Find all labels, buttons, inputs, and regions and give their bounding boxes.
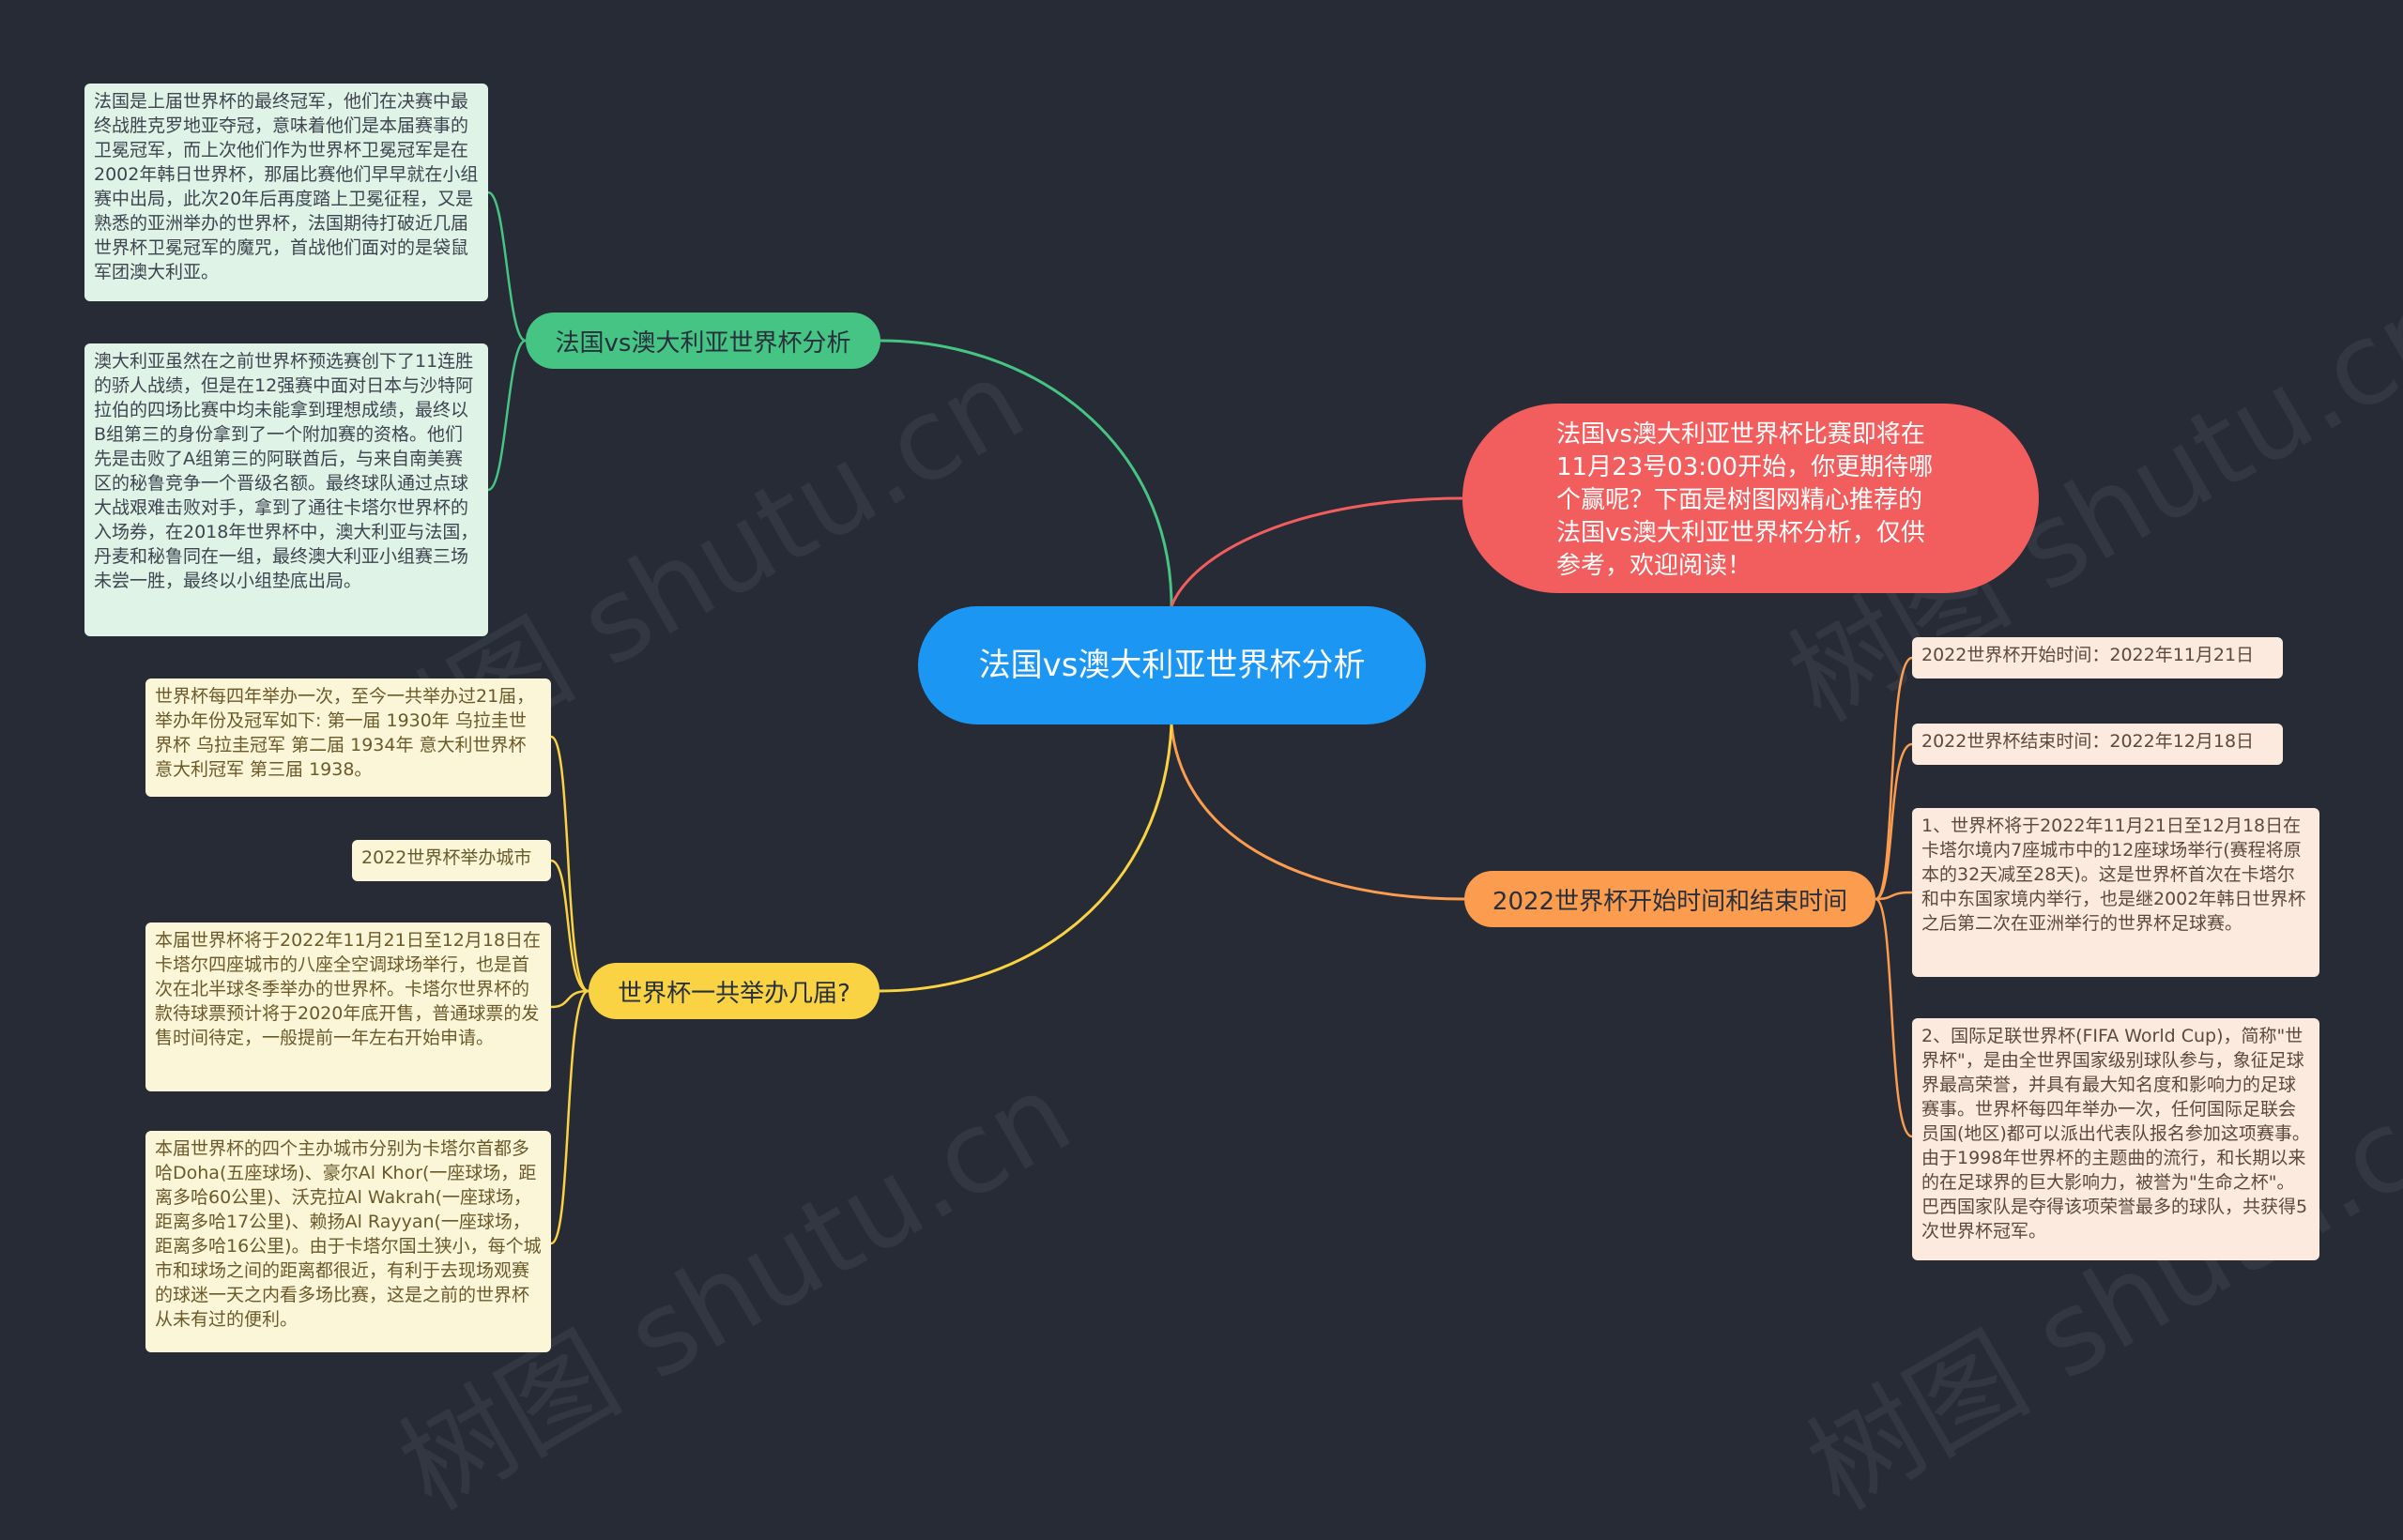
leaf-text: 世界杯每四年举办一次，至今一共举办过21届，举办年份及冠军如下: 第一届 193… [155, 686, 535, 780]
leaf-text: 1、世界杯将于2022年11月21日至12月18日在卡塔尔境内7座城市中的12座… [1921, 816, 2306, 934]
leaf-text: 本届世界杯将于2022年11月21日至12月18日在卡塔尔四座城市的八座全空调球… [155, 930, 542, 1048]
edge-count-leaf2 [550, 859, 589, 993]
leaf-text: 2022世界杯开始时间：2022年11月21日 [1921, 645, 2255, 665]
count-leaf-host-cities[interactable]: 本届世界杯的四个主办城市分别为卡塔尔首都多哈Doha(五座球场)、豪尔Al Kh… [145, 1131, 551, 1352]
leaf-text: 2022世界杯举办城市 [361, 847, 532, 868]
count-leaf-cities-title[interactable]: 2022世界杯举办城市 [352, 840, 551, 881]
analysis-leaf-france[interactable]: 法国是上届世界杯的最终冠军，他们在决赛中最终战胜克罗地亚夺冠，意味着他们是本届赛… [84, 84, 488, 301]
leaf-text: 澳大利亚虽然在之前世界杯预选赛创下了11连胜的骄人战绩，但是在12强赛中面对日本… [94, 351, 479, 591]
edge-analysis-leaf1 [487, 191, 527, 343]
count-leaf-history[interactable]: 世界杯每四年举办一次，至今一共举办过21届，举办年份及冠军如下: 第一届 193… [145, 679, 551, 797]
edge-center-intro [1170, 496, 1463, 607]
branch-count-label: 世界杯一共举办几届? [618, 979, 850, 1008]
intro-node[interactable]: 法国vs澳大利亚世界杯比赛即将在11月23号03:00开始，你更期待哪个赢呢？下… [1462, 404, 2039, 593]
edge-center-count [879, 724, 1173, 993]
leaf-text: 本届世界杯的四个主办城市分别为卡塔尔首都多哈Doha(五座球场)、豪尔Al Kh… [155, 1138, 542, 1330]
branch-analysis[interactable]: 法国vs澳大利亚世界杯分析 [526, 313, 880, 369]
dates-leaf-detail-2[interactable]: 2、国际足联世界杯(FIFA World Cup)，简称"世界杯"，是由全世界国… [1912, 1018, 2319, 1260]
analysis-leaf-australia[interactable]: 澳大利亚虽然在之前世界杯预选赛创下了11连胜的骄人战绩，但是在12强赛中面对日本… [84, 343, 488, 636]
edge-dates-leaf1 [1875, 656, 1913, 901]
central-topic-label: 法国vs澳大利亚世界杯分析 [978, 647, 1366, 684]
edge-center-dates [1170, 724, 1465, 901]
branch-count[interactable]: 世界杯一共举办几届? [589, 963, 880, 1019]
leaf-text: 法国是上届世界杯的最终冠军，他们在决赛中最终战胜克罗地亚夺冠，意味着他们是本届赛… [94, 91, 479, 282]
branch-dates-label: 2022世界杯开始时间和结束时间 [1492, 887, 1848, 916]
central-topic[interactable]: 法国vs澳大利亚世界杯分析 [918, 606, 1426, 724]
mindmap-canvas: 树图 shutu.cn 树图 shutu.cn 树图 shutu.cn 树图 s… [84, 84, 2403, 1535]
edge-count-leaf3 [550, 989, 589, 1009]
edge-dates-leaf4 [1875, 897, 1913, 1138]
branch-analysis-label: 法国vs澳大利亚世界杯分析 [555, 328, 851, 358]
edge-dates-leaf2 [1875, 742, 1913, 901]
dates-leaf-start[interactable]: 2022世界杯开始时间：2022年11月21日 [1912, 637, 2283, 679]
edge-center-analysis [880, 339, 1173, 607]
leaf-text: 2022世界杯结束时间：2022年12月18日 [1921, 731, 2255, 752]
edge-dates-leaf3 [1875, 891, 1913, 901]
dates-leaf-detail-1[interactable]: 1、世界杯将于2022年11月21日至12月18日在卡塔尔境内7座城市中的12座… [1912, 808, 2319, 977]
edge-analysis-leaf2 [487, 339, 527, 492]
connector-lines [487, 191, 1913, 1245]
intro-text: 法国vs澳大利亚世界杯比赛即将在11月23号03:00开始，你更期待哪个赢呢？下… [1556, 420, 1934, 580]
count-leaf-schedule[interactable]: 本届世界杯将于2022年11月21日至12月18日在卡塔尔四座城市的八座全空调球… [145, 922, 551, 1091]
branch-dates[interactable]: 2022世界杯开始时间和结束时间 [1464, 871, 1875, 927]
leaf-text: 2、国际足联世界杯(FIFA World Cup)，简称"世界杯"，是由全世界国… [1921, 1026, 2310, 1242]
edge-count-leaf1 [550, 735, 589, 993]
dates-leaf-end[interactable]: 2022世界杯结束时间：2022年12月18日 [1912, 724, 2283, 765]
edge-count-leaf4 [550, 989, 589, 1245]
